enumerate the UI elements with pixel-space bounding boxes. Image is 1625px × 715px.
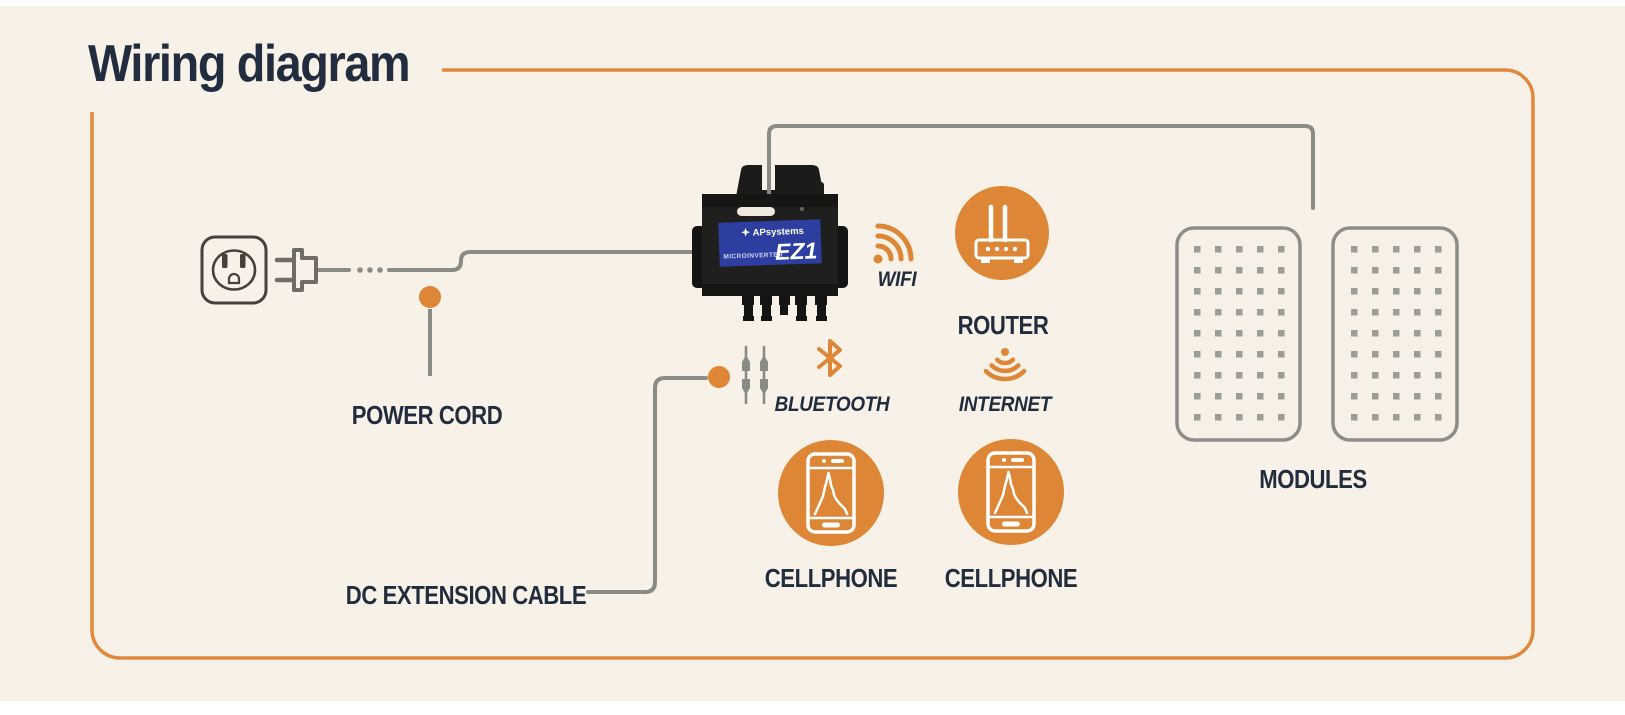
module-panel-right bbox=[1331, 226, 1459, 442]
module-panel-left bbox=[1175, 226, 1302, 442]
ac-plug-icon bbox=[274, 248, 318, 292]
apsystems-logo-icon bbox=[741, 227, 751, 237]
cellphone-badge-right bbox=[958, 439, 1064, 545]
svg-text:MICROINVERTER: MICROINVERTER bbox=[723, 252, 783, 261]
label-power-cord: POWER CORD bbox=[351, 400, 503, 430]
border-gap-mask bbox=[74, 46, 442, 112]
internet-icon bbox=[983, 348, 1027, 382]
top-edge-strip bbox=[0, 0, 1625, 6]
panel-border bbox=[90, 68, 1535, 660]
svg-text:APsystems: APsystems bbox=[752, 226, 804, 239]
inverter-label: APsystems MICROINVERTER EZ1 bbox=[718, 219, 822, 267]
inverter-connectors bbox=[742, 296, 827, 321]
cellphone-icon bbox=[806, 452, 856, 534]
wall-outlet-icon bbox=[200, 235, 268, 305]
microinverter-device: APsystems MICROINVERTER EZ1 bbox=[692, 158, 848, 321]
label-router: ROUTER bbox=[957, 310, 1049, 340]
dc-cable-callout-dot bbox=[708, 366, 730, 388]
cord-break-dots bbox=[357, 267, 383, 273]
power-cord-wire bbox=[314, 250, 710, 272]
page-title: Wiring diagram bbox=[88, 35, 411, 93]
wifi-icon bbox=[873, 223, 914, 264]
label-bluetooth: BLUETOOTH bbox=[774, 393, 890, 416]
power-cord-callout-dot bbox=[419, 286, 441, 308]
cellphone-icon bbox=[986, 451, 1036, 533]
svg-text:EZ1: EZ1 bbox=[775, 237, 818, 264]
label-internet: INTERNET bbox=[958, 393, 1052, 416]
bottom-edge-strip bbox=[0, 701, 1625, 715]
cellphone-badge-left bbox=[778, 440, 884, 546]
label-cellphone-right: CELLPHONE bbox=[944, 563, 1078, 593]
label-dc-extension-cable: DC EXTENSION CABLE bbox=[345, 580, 587, 610]
label-cellphone-left: CELLPHONE bbox=[764, 563, 898, 593]
label-modules: MODULES bbox=[1259, 464, 1367, 494]
dc-connector-icons bbox=[742, 345, 768, 405]
ac-trunk-wire bbox=[767, 124, 1315, 210]
label-wifi: WIFI bbox=[877, 268, 917, 291]
dc-extension-wire bbox=[586, 376, 708, 594]
router-badge bbox=[955, 186, 1049, 280]
router-icon bbox=[974, 204, 1030, 263]
bluetooth-icon bbox=[817, 339, 842, 377]
